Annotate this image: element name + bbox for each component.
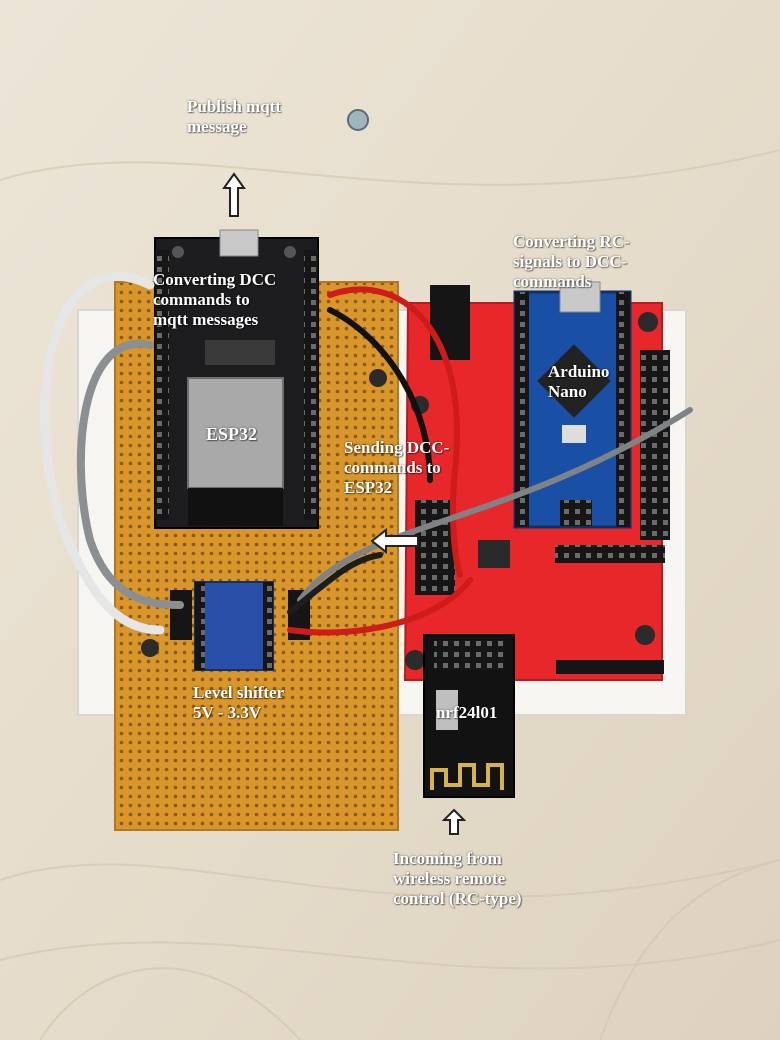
shield-chip bbox=[478, 540, 510, 568]
label-sending-dcc: Sending DCC- commands to ESP32 bbox=[344, 438, 450, 497]
label-converting-dcc: Converting DCC commands to mqtt messages bbox=[153, 270, 277, 329]
wire-grey-long bbox=[297, 407, 693, 603]
nrf-antenna bbox=[430, 763, 504, 790]
nano-icsp bbox=[560, 500, 592, 526]
wires bbox=[40, 272, 693, 636]
label-nrf24l01: nrf24l01 bbox=[436, 703, 498, 722]
wire-white bbox=[40, 272, 165, 635]
nano-pins-right bbox=[616, 292, 630, 527]
wire-red-bottom bbox=[287, 577, 473, 636]
nano-usb bbox=[559, 281, 601, 313]
esp32-module-antenna bbox=[188, 488, 283, 526]
wire-red-top bbox=[327, 286, 463, 578]
shield-header-right bbox=[640, 350, 670, 540]
screw bbox=[347, 109, 369, 131]
esp32-button-1 bbox=[172, 246, 184, 258]
arrow-left-icon bbox=[370, 528, 419, 554]
shield-screw-1 bbox=[638, 312, 658, 332]
wood-grain bbox=[0, 149, 780, 1040]
shield-screw-3 bbox=[405, 650, 425, 670]
esp32-usb bbox=[219, 229, 259, 257]
label-level-shifter: Level shifter 5V - 3.3V bbox=[193, 683, 285, 722]
shield-screw-2 bbox=[635, 625, 655, 645]
level-shifter-pins-right bbox=[263, 582, 273, 670]
label-esp32: ESP32 bbox=[206, 424, 258, 444]
wire-grey bbox=[76, 339, 184, 609]
nano-chip bbox=[537, 344, 611, 418]
arrow-up-icon bbox=[442, 808, 466, 835]
shield-header-left bbox=[415, 500, 455, 595]
wire-black-bottom bbox=[287, 552, 383, 615]
esp32-chips bbox=[205, 340, 275, 365]
board-screw-left bbox=[141, 639, 159, 657]
label-converting-rc: Converting RC- signals to DCC- commands bbox=[513, 232, 630, 291]
nano-reset bbox=[562, 425, 586, 443]
esp32-button-2 bbox=[284, 246, 296, 258]
nrf-header bbox=[434, 640, 504, 670]
nano-pins-left bbox=[515, 292, 529, 527]
level-shifter bbox=[194, 581, 274, 671]
wire-black-top bbox=[327, 307, 433, 483]
label-arduino-nano: Arduino Nano bbox=[548, 362, 610, 401]
level-shifter-header-l bbox=[170, 590, 192, 640]
label-publish-mqtt: Publish mqtt message bbox=[187, 97, 281, 136]
dc-jack bbox=[430, 285, 470, 360]
arrow-up-icon bbox=[222, 172, 246, 217]
shield-header-bottom-2 bbox=[556, 660, 664, 674]
esp32-pins-left bbox=[155, 250, 169, 520]
label-incoming-rc: Incoming from wireless remote control (R… bbox=[393, 849, 522, 908]
esp32-pins-right bbox=[304, 250, 318, 520]
nrf-crystal bbox=[436, 690, 458, 730]
esp32-module bbox=[187, 377, 284, 489]
shield-header-bottom bbox=[555, 545, 665, 563]
board-screw-mid bbox=[369, 369, 387, 387]
level-shifter-pins-left bbox=[195, 582, 205, 670]
